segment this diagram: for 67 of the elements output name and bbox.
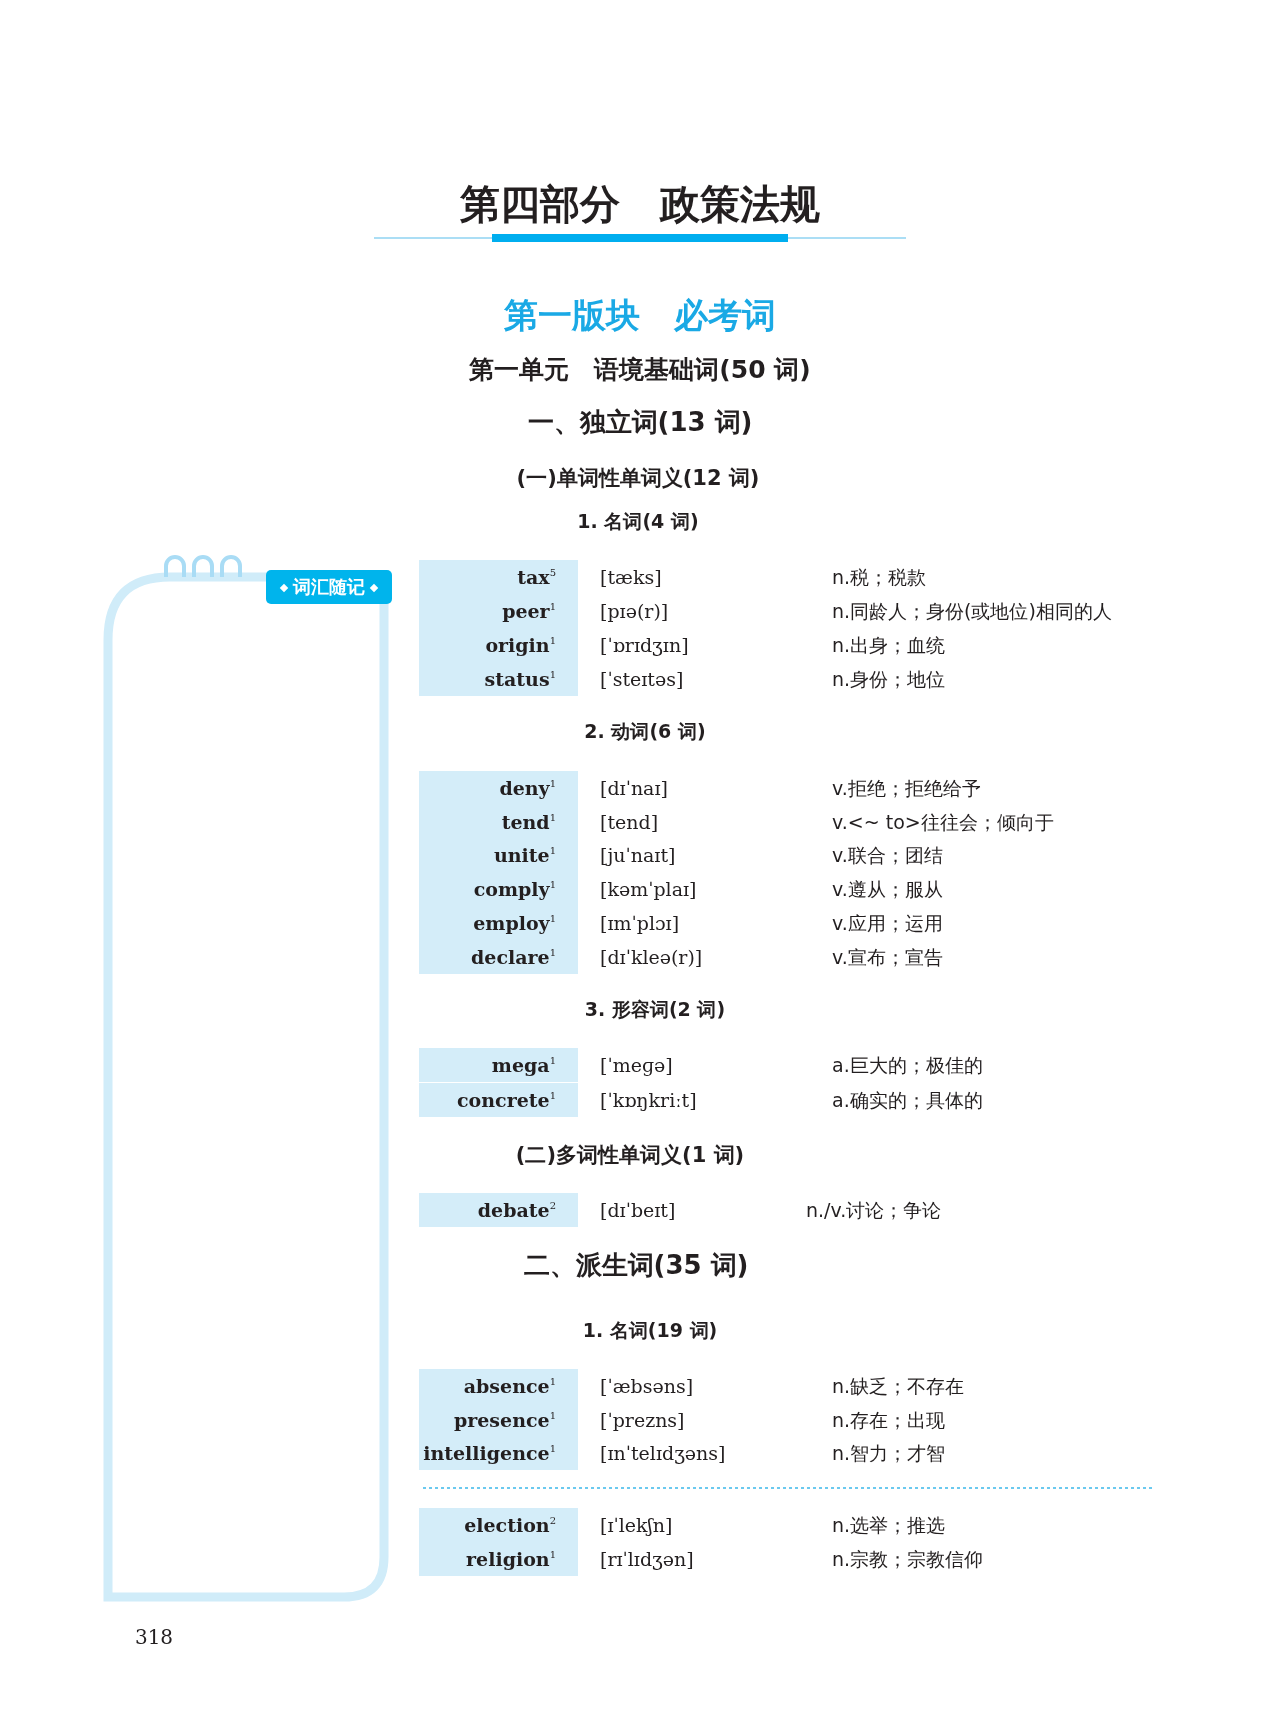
phonetic-text: [dɪˈkleə(r)] [600,945,703,970]
meaning-text: n.选举；推选 [832,1513,946,1538]
section-heading: 2. 动词(6 词) [584,719,706,744]
phonetic-text: [rɪˈlɪdʒən] [600,1547,694,1572]
phonetic-text: [tend] [600,810,659,835]
meaning-text: v.遵从；服从 [832,877,943,902]
meaning-text: n.出身；血统 [832,633,946,658]
phonetic-text: [juˈnaɪt] [600,843,676,868]
meaning-text: v.联合；团结 [832,843,943,868]
word-cell: declare$^{1}$ [419,940,578,974]
section-heading: 一、独立词(13 词) [527,405,753,439]
word-cell: election$^{2}$ [419,1508,578,1542]
phonetic-text: [ˈmeɡə] [600,1053,673,1078]
meaning-text: n.税；税款 [832,565,927,590]
word-cell: tend$^{1}$ [419,805,578,839]
meaning-text: n.存在；出现 [832,1408,946,1433]
word-cell: intelligence$^{1}$ [419,1436,578,1470]
phonetic-text: [ˈsteɪtəs] [600,667,684,692]
section-heading: 二、派生词(35 词) [523,1248,749,1282]
phonetic-text: [ˈæbsəns] [600,1374,694,1399]
word-cell: deny$^{1}$ [419,771,578,805]
word-cell: presence$^{1}$ [419,1403,578,1437]
meaning-text: v.应用；运用 [832,911,943,936]
meaning-text: n.同龄人；身份(或地位)相同的人 [832,599,1112,624]
section-heading: 1. 名词(19 词) [582,1318,718,1343]
tag-label: 词汇随记 [266,570,392,604]
section-heading: 3. 形容词(2 词) [584,997,726,1022]
section-heading: (一)单词性单词义(12 词) [516,465,760,492]
word-cell: religion$^{1}$ [419,1542,578,1576]
phonetic-text: [kəmˈplaɪ] [600,877,697,902]
phonetic-text: [ɪnˈtelɪdʒəns] [600,1441,726,1466]
word-cell: employ$^{1}$ [419,906,578,940]
word-cell: debate$^{2}$ [419,1193,578,1227]
word-cell: absence$^{1}$ [419,1369,578,1403]
meaning-text: n.缺乏；不存在 [832,1374,965,1399]
word-cell: origin$^{1}$ [419,628,578,662]
meaning-text: n.智力；才智 [832,1441,946,1466]
meaning-text: v.<~ to>往往会；倾向于 [832,810,1054,835]
section-heading: 1. 名词(4 词) [577,509,699,534]
phonetic-text: [tæks] [600,565,662,590]
meaning-text: a.巨大的；极佳的 [832,1053,983,1078]
meaning-text: n./v.讨论；争论 [806,1198,942,1223]
phonetic-text: [ɪˈlekʃn] [600,1513,673,1538]
word-cell: comply$^{1}$ [419,872,578,906]
word-cell: unite$^{1}$ [419,838,578,872]
section-heading: (二)多词性单词义(1 词) [515,1142,745,1169]
section-heading: 第一版块 必考词 [504,294,776,337]
phonetic-text: [pɪə(r)] [600,599,669,624]
word-cell: tax$^{5}$ [419,560,578,594]
word-cell: mega$^{1}$ [419,1048,578,1082]
section-heading: 第一单元 语境基础词(50 词) [469,353,811,386]
meaning-text: n.身份；地位 [832,667,946,692]
word-cell: status$^{1}$ [419,662,578,696]
meaning-text: v.宣布；宣告 [832,945,943,970]
word-cell: concrete$^{1}$ [419,1083,578,1117]
page-title: 第四部分 政策法规 [460,178,820,229]
phonetic-text: [dɪˈnaɪ] [600,776,668,801]
phonetic-text: [ˈprezns] [600,1408,685,1433]
word-cell: peer$^{1}$ [419,594,578,628]
meaning-text: n.宗教；宗教信仰 [832,1547,984,1572]
phonetic-text: [dɪˈbeɪt] [600,1198,676,1223]
phonetic-text: [ˈkɒŋkriːt] [600,1088,697,1113]
phonetic-text: [ˈɒrɪdʒɪn] [600,633,689,658]
page-number: 318 [134,1625,174,1649]
phonetic-text: [ɪmˈplɔɪ] [600,911,680,936]
meaning-text: v.拒绝；拒绝给予 [832,776,981,801]
meaning-text: a.确实的；具体的 [832,1088,983,1113]
